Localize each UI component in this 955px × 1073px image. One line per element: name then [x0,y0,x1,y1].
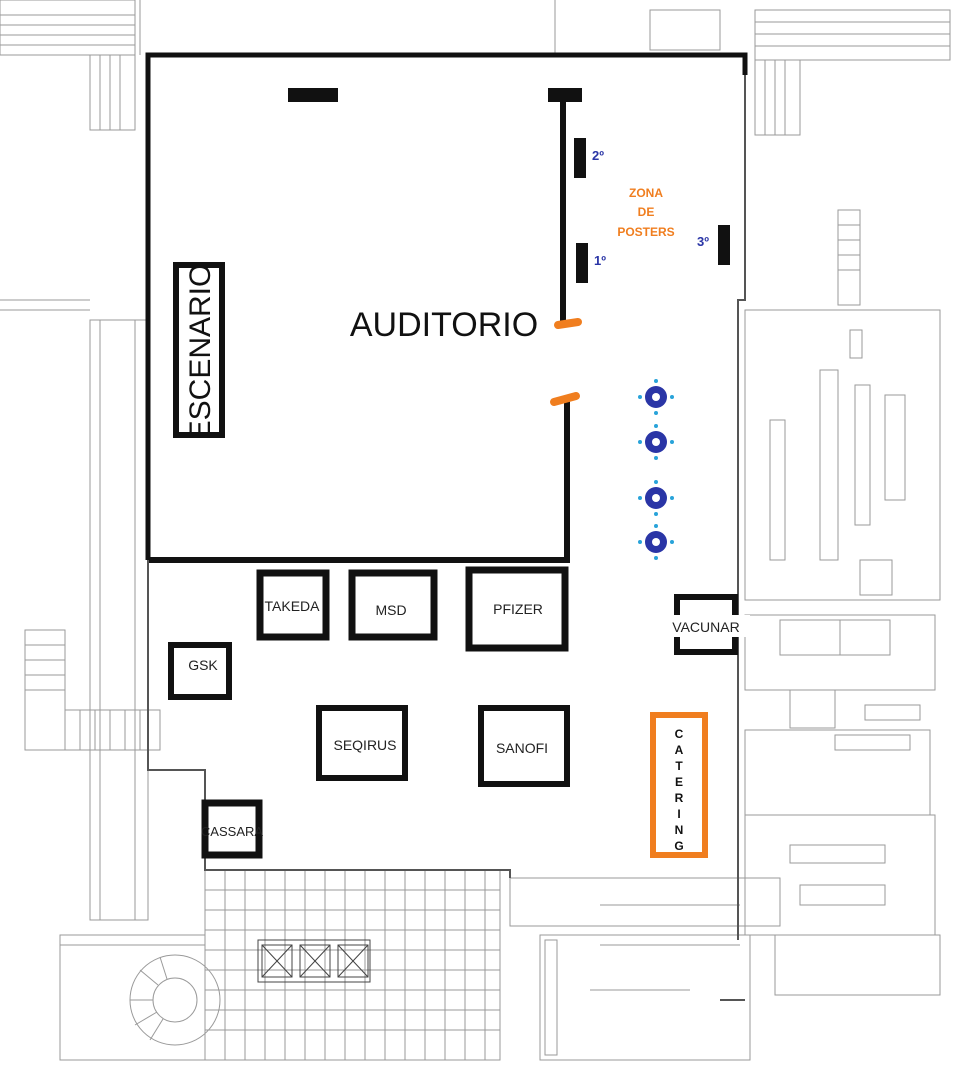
booth-seqirus-label: SEQIRUS [333,737,396,753]
poster-board-1 [576,243,588,283]
building-walls [145,52,748,1001]
booth-vacunar-label: VACUNAR [672,619,739,635]
catering-letter: I [677,807,680,821]
poster-number-1: 1º [594,253,606,268]
booth-gsk-label: GSK [188,657,218,673]
booth-sanofi-label: SANOFI [496,740,548,756]
poster-zone-title-line1: ZONA [629,186,663,200]
booth-sanofi[interactable]: SANOFI [478,705,570,787]
poster-board-2 [574,138,586,178]
poster-number-3: 3º [697,234,709,249]
plaza-grid [204,869,501,1061]
booth-takeda-label: TAKEDA [265,598,321,614]
staircase-top-right [649,9,951,136]
stage-label: ESCENARIO [184,264,217,441]
poster-board-3 [718,225,730,265]
catering-letter: T [675,759,683,773]
round-table-icon [638,524,674,560]
poster-zone-title-line3: POSTERS [617,225,674,239]
booth-pfizer[interactable]: PFIZER [465,566,569,652]
door-south [550,392,580,406]
round-tables [638,379,674,560]
catering-area[interactable]: C A T E R I N G [650,712,708,858]
booths: TAKEDA MSD PFIZER GSK SEQIRUS SANOFI CAS… [168,566,750,859]
booth-msd-label: MSD [375,602,406,618]
poster-number-2: 2º [592,148,604,163]
spiral-staircase [129,954,221,1046]
booth-cassara[interactable]: CASSARA [201,799,263,859]
staircase-top-left [0,0,136,131]
poster-zone: 2º 1º 3º ZONA DE POSTERS [574,138,730,283]
staircase-left [24,629,161,751]
booth-seqirus[interactable]: SEQIRUS [316,705,408,781]
catering-letter: R [675,791,684,805]
catering-letter: N [675,823,684,837]
poster-zone-title-line2: DE [638,205,655,219]
booth-takeda[interactable]: TAKEDA [256,569,330,641]
door-north [554,318,582,329]
catering-letter: C [675,727,684,741]
auditorium-label: AUDITORIO [350,306,538,344]
booth-gsk[interactable]: GSK [168,642,232,700]
catering-letter: E [675,775,683,789]
booth-pfizer-label: PFIZER [493,601,543,617]
catering-letter: A [675,743,684,757]
round-table-icon [638,480,674,516]
round-table-icon [638,424,674,460]
booth-msd[interactable]: MSD [348,569,438,641]
auditorium-doors [550,318,582,406]
catering-letter: G [674,839,683,853]
round-table-icon [638,379,674,415]
booth-cassara-label: CASSARA [201,824,263,839]
booth-vacunar[interactable]: VACUNAR [660,594,750,655]
elevators [257,939,371,983]
stage: ESCENARIO [173,262,225,441]
